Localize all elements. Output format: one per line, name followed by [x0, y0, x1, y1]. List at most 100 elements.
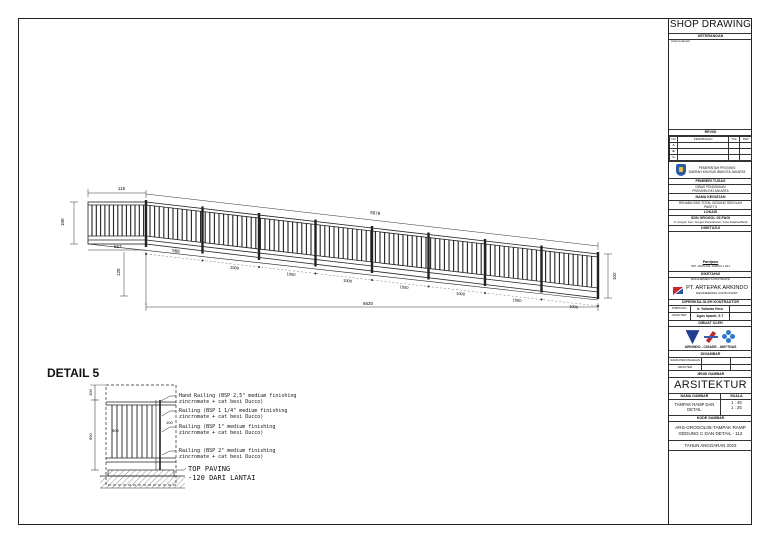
checker-row: PIMPINAN Ir. Yulianto Heru: [669, 306, 752, 314]
detail-5-drawing: [90, 384, 185, 489]
lokasi-name: SDN GROGOL 05 PAGI: [690, 216, 730, 221]
railing-post: [596, 252, 600, 299]
pemberi-tugas-line2: PROVINSI DKI JAKARTA: [692, 189, 729, 194]
pemberi-tugas-label: PEMBERI TUGAS: [669, 179, 752, 186]
railing-post: [201, 206, 204, 254]
detail-leader-lines: [160, 395, 187, 471]
nama-gambar-section: NAMA GAMBAR TAMPAK RAMP DAN DETAIL SKALA…: [669, 393, 752, 416]
landing-balusters: [91, 205, 145, 236]
railing-post: [370, 226, 374, 273]
post-dim-tick: [314, 272, 317, 275]
note-railing-114: Railing (BSP 1 1/4" medium finishing zin…: [179, 408, 288, 420]
lokasi-address: Jl. Grogol, Kec. Grogol Petamburan, Kota…: [673, 219, 748, 224]
sheet-title: SHOP DRAWING: [669, 18, 752, 34]
company-logo-row: PT. ARTEPAK ARKINDO ENGINEERING CONSULTA…: [669, 282, 752, 299]
gambar-row1: NAMA PERUSAHAAN: [669, 357, 752, 365]
digambar-section: DIGAMBAR NAMA PERUSAHAAN DRAFTER: [669, 351, 752, 372]
amythas-logo-icon: [721, 330, 736, 344]
drafter-row: DRAFTER Agus Irpanti, S.T: [669, 313, 752, 320]
drafter-name: Agus Irpanti, S.T: [691, 313, 731, 320]
note-hand-railing: Hand Railing (BSP 2,5" medium finishing …: [179, 393, 297, 405]
digambar-label: DIGAMBAR: [669, 351, 752, 358]
title-block: SHOP DRAWING KETERANGAN Lihat terlampir …: [668, 18, 752, 525]
company-name: PT. ARTEPAK ARKINDO: [686, 284, 748, 291]
nama-kegiatan-line2: PAKET 5: [704, 204, 717, 209]
contractor-logos: [669, 327, 752, 345]
keterangan-section: KETERANGAN Lihat terlampir: [669, 34, 752, 130]
company-sub: ENGINEERING CONSULTANT: [696, 290, 738, 295]
dim-rise: 120: [116, 268, 121, 276]
rev-mark-c: C: [669, 153, 679, 161]
detail-dim-top: 100: [88, 389, 93, 396]
nama-kegiatan-section: NAMA KEGIATAN REHABILITASI TOTAL GEDUNG …: [669, 194, 752, 210]
disetujui-label: DISETUJUI: [669, 226, 752, 233]
revisi-section: REVISI NO PERUBAHAN TGL PAR A B C: [669, 130, 752, 162]
dibuat-section: DIBUAT OLEH ARKINDO - CIGADE - AMYTHAS: [669, 321, 752, 352]
disetujui-section: DISETUJUI Pardjono NIP. 19701231 199003 …: [669, 226, 752, 272]
signer1-nip: NIP. 19701231 199003 1 021: [691, 263, 730, 268]
dim-short: 567: [114, 244, 122, 249]
jenis-gambar: ARSITEKTUR: [674, 378, 747, 391]
jenis-gambar-section: JENIS GAMBAR ARSITEKTUR: [669, 371, 752, 394]
post-spacing-label: 1000: [399, 284, 409, 290]
detail-balusters: [111, 405, 153, 458]
checker-role: PIMPINAN: [669, 306, 691, 313]
tahun-anggaran: TAHUN ANGGARAN 2023: [669, 441, 752, 452]
diperiksa-section: DIPERIKSA OLEH KONTRAKTOR PIMPINAN Ir. Y…: [669, 300, 752, 321]
post-dim-tick: [540, 298, 543, 301]
keterangan-text: Lihat terlampir: [671, 38, 691, 43]
checker-name: Ir. Yulianto Heru: [691, 306, 731, 313]
diketahui-label: DIKETAHUI: [669, 272, 752, 279]
dim-left-height: 100: [60, 218, 65, 226]
jakarta-emblem-icon: [675, 163, 686, 176]
railing-post: [540, 245, 543, 293]
detail-dim-bottom: 100: [166, 420, 173, 425]
note-paving-level: -120 DARI LANTAI: [188, 474, 256, 482]
kode-gambar-section: KODE GAMBAR ARS-GROGOL05-TAMPAK RAMP GED…: [669, 416, 752, 441]
keterangan-label: KETERANGAN: [669, 34, 752, 40]
post-spacing-label: 1000: [343, 278, 353, 284]
agency-line1: PEMERINTAH PROVINSI: [698, 165, 736, 170]
post-dim-tick: [371, 279, 373, 281]
revisi-label: REVISI: [669, 130, 752, 136]
nama-gambar: TAMPAK RAMP DAN DETAIL: [674, 402, 715, 413]
railing-post: [144, 200, 148, 247]
nama-gambar-label: NAMA GAMBAR: [669, 394, 720, 401]
dim-bottom-length: 6620: [363, 301, 374, 306]
railing-post: [314, 219, 317, 267]
note-railing-1: Railing (BSP 1" medium finishing zincrom…: [179, 424, 276, 436]
lokasi-label: LOKASI: [669, 210, 752, 217]
railing-post: [483, 239, 487, 286]
nama-kegiatan-label: NAMA KEGIATAN: [669, 194, 752, 201]
diperiksa-label: DIPERIKSA OLEH KONTRAKTOR: [669, 300, 752, 307]
dim-top-length: 5679: [370, 210, 381, 216]
post-spacing-label: 1000: [286, 271, 296, 277]
detail-title: DETAIL 5: [47, 366, 100, 380]
skala-2: 1 : 25: [731, 405, 742, 411]
skala-label: SKALA: [720, 394, 752, 401]
nama-kegiatan-line1: REHABILITASI TOTAL GEDUNG SEKOLAH: [679, 200, 742, 205]
dim-right-height: 102: [612, 272, 617, 280]
kode-label: KODE GAMBAR: [669, 416, 752, 423]
dimension-lines: [70, 189, 612, 311]
jenis-gambar-label: JENIS GAMBAR: [669, 371, 752, 378]
arkindo-logo-icon: [685, 330, 700, 345]
cigade-logo-icon: [703, 331, 718, 343]
railing-post: [427, 232, 430, 280]
gambar-row1-label: NAMA PERUSAHAAN: [669, 357, 703, 364]
kode-gambar: ARS-GROGOL05-TAMPAK RAMP GEDUNG C DAN DE…: [675, 425, 746, 437]
gambar-row2: DRAFTER: [669, 364, 752, 371]
signer1-name: Pardjono: [702, 260, 719, 265]
contractor-name: ARKINDO - CIGADE - AMYTHAS: [684, 345, 737, 350]
gambar-row2-label: DRAFTER: [669, 364, 703, 371]
railing-post: [257, 213, 261, 260]
diketahui-section: DIKETAHUI MANAJEMEN KONSTRUKSI PT. ARTEP…: [669, 272, 752, 300]
skala-1: 1 : 45: [731, 400, 742, 406]
artepak-logo-icon: [673, 285, 684, 296]
pemberi-tugas-line1: DINAS PENDIDIKAN: [695, 185, 726, 190]
agency-logo-row: PEMERINTAH PROVINSI DAERAH KHUSUS IBUKOT…: [669, 162, 752, 179]
railing-posts: [144, 200, 600, 307]
dibuat-label: DIBUAT OLEH: [669, 321, 752, 328]
pemberi-tugas-section: PEMBERI TUGAS DINAS PENDIDIKAN PROVINSI …: [669, 179, 752, 195]
